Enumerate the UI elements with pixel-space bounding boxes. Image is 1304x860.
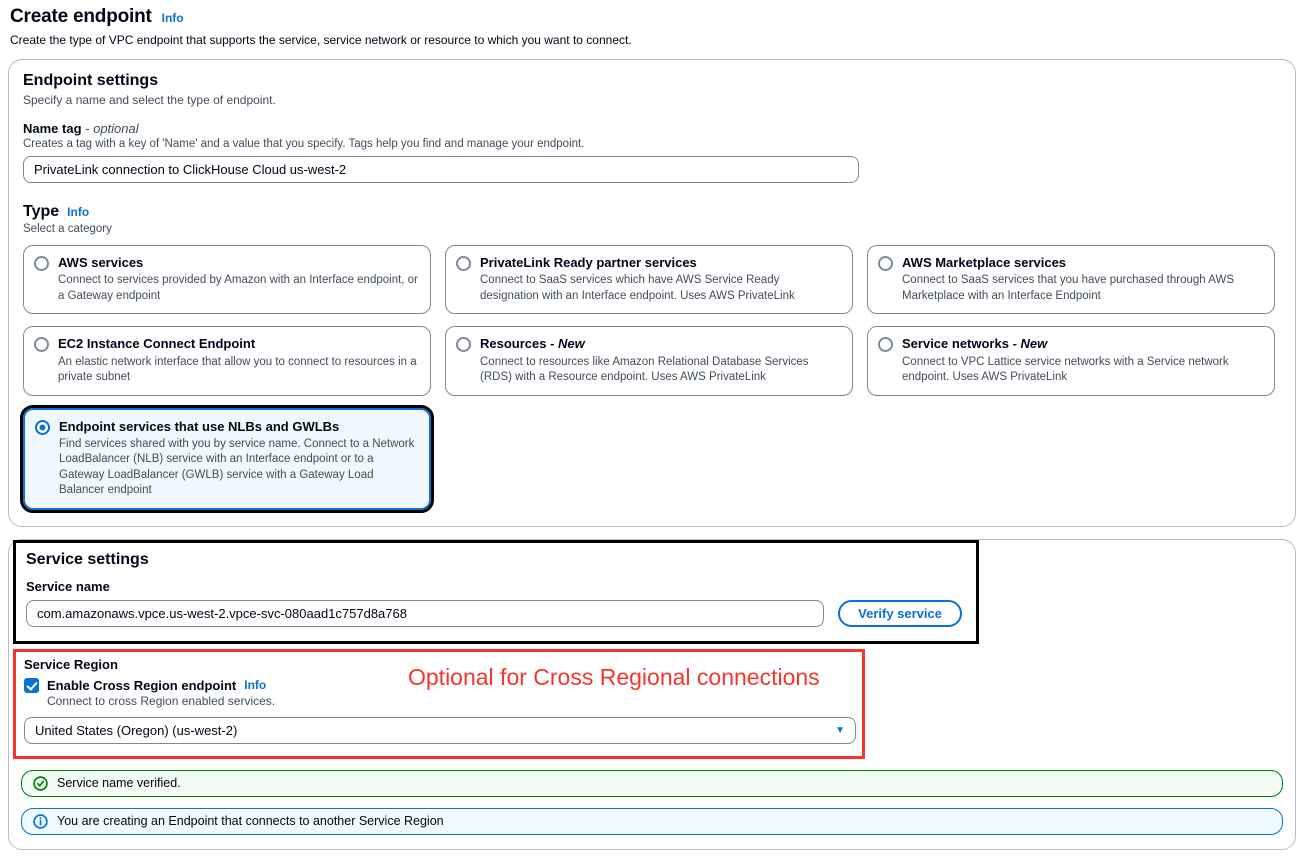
option-description: An elastic network interface that allow …	[58, 355, 417, 384]
name-tag-help: Creates a tag with a key of 'Name' and a…	[23, 138, 585, 150]
service-region-label: Service Region	[24, 656, 118, 672]
option-ec2-instance-connect[interactable]: EC2 Instance Connect Endpoint An elastic…	[23, 326, 431, 396]
option-description: Connect to SaaS services that you have p…	[902, 274, 1234, 302]
page-title: Create endpoint	[10, 6, 152, 27]
radio-icon[interactable]	[456, 256, 471, 271]
info-alert-text: You are creating an Endpoint that connec…	[57, 814, 444, 829]
option-title: Service networks - New	[902, 336, 1048, 352]
type-info-link[interactable]: Info	[67, 205, 90, 219]
region-select-value: United States (Oregon) (us-west-2)	[35, 722, 238, 738]
success-alert-text: Service name verified.	[57, 776, 181, 791]
cross-region-checkbox-help: Connect to cross Region enabled services…	[47, 693, 276, 708]
cross-region-checkbox-label[interactable]: Enable Cross Region endpoint	[47, 677, 237, 693]
cross-region-checkbox[interactable]	[24, 677, 39, 693]
endpoint-settings-description: Specify a name and select the type of en…	[23, 93, 276, 107]
option-title: AWS services	[58, 255, 144, 270]
option-title: Resources - New	[480, 336, 585, 352]
service-settings-heading: Service settings	[26, 550, 149, 568]
radio-icon[interactable]	[34, 337, 49, 353]
option-service-networks[interactable]: Service networks - New Connect to VPC La…	[867, 326, 1275, 396]
cross-region-info-link[interactable]: Info	[244, 678, 267, 693]
page-subtitle: Create the type of VPC endpoint that sup…	[10, 33, 632, 47]
option-privatelink-partner-services[interactable]: PrivateLink Ready partner services Conne…	[445, 245, 853, 315]
endpoint-settings-card: Endpoint settings Specify a name and sel…	[8, 59, 1296, 527]
name-tag-label: Name tag - optional	[23, 121, 139, 136]
option-description: Connect to VPC Lattice service networks …	[902, 355, 1229, 384]
option-description: Find services shared with you by service…	[59, 437, 415, 497]
page-title-info-link[interactable]: Info	[161, 11, 184, 25]
radio-icon[interactable]	[878, 256, 893, 271]
option-description: Connect to services provided by Amazon w…	[58, 274, 418, 302]
radio-icon[interactable]	[34, 256, 49, 271]
success-check-icon	[33, 776, 48, 791]
service-region-highlight-box: Service Region Enable Cross Region endpo…	[13, 648, 865, 759]
service-name-label: Service name	[26, 578, 110, 594]
verify-service-button[interactable]: Verify service	[838, 599, 962, 627]
service-settings-card: Service settings Service name Verify ser…	[8, 538, 1296, 850]
option-resources[interactable]: Resources - New Connect to resources lik…	[445, 326, 853, 396]
option-description: Connect to SaaS services which have AWS …	[480, 274, 795, 302]
service-settings-highlight-box: Service settings Service name Verify ser…	[13, 539, 979, 644]
info-icon	[33, 814, 48, 829]
cross-region-info-alert: You are creating an Endpoint that connec…	[21, 807, 1283, 835]
service-name-input[interactable]	[26, 599, 825, 627]
option-title: PrivateLink Ready partner services	[480, 255, 697, 270]
option-aws-marketplace-services[interactable]: AWS Marketplace services Connect to SaaS…	[867, 245, 1275, 315]
radio-icon[interactable]	[456, 337, 471, 353]
endpoint-settings-heading: Endpoint settings	[23, 72, 159, 89]
page-header: Create endpoint Info Create the type of …	[8, 4, 1296, 47]
option-title: Endpoint services that use NLBs and GWLB…	[59, 418, 340, 434]
name-tag-optional: - optional	[81, 121, 139, 136]
option-description: Connect to resources like Amazon Relatio…	[480, 355, 809, 384]
cross-region-annotation-note: Optional for Cross Regional connections	[408, 663, 820, 690]
chevron-down-icon: ▼	[835, 724, 845, 736]
radio-icon-selected[interactable]	[35, 419, 50, 435]
radio-icon[interactable]	[878, 337, 893, 353]
type-heading: Type	[23, 203, 60, 220]
option-aws-services[interactable]: AWS services Connect to services provide…	[23, 245, 431, 315]
option-endpoint-services-nlb-gwlb[interactable]: Endpoint services that use NLBs and GWLB…	[20, 404, 434, 513]
option-title: AWS Marketplace services	[902, 255, 1067, 270]
service-verified-alert: Service name verified.	[21, 769, 1283, 797]
type-description: Select a category	[23, 223, 112, 235]
endpoint-type-options: AWS services Connect to services provide…	[20, 245, 1275, 513]
option-title: EC2 Instance Connect Endpoint	[58, 336, 256, 352]
name-tag-input[interactable]	[23, 156, 859, 183]
